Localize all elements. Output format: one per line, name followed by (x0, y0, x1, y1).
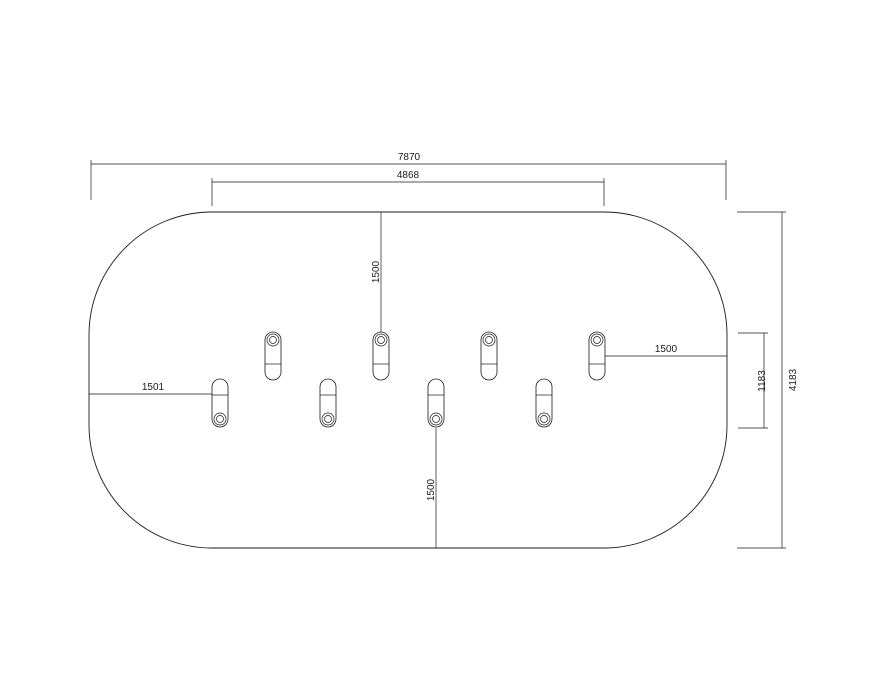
post (211, 378, 229, 428)
post (588, 331, 606, 381)
left-to-post-label: 1501 (142, 382, 165, 393)
area-outline (88, 211, 728, 549)
bottom-to-post-dimension: 1500 (426, 428, 437, 548)
bottom-to-post-label: 1500 (426, 478, 437, 501)
post (480, 331, 498, 381)
right-to-post-label: 1500 (655, 344, 678, 355)
post (264, 331, 282, 381)
post-row-offset-label: 1183 (757, 370, 768, 392)
top-to-post-dimension: 1500 (371, 212, 382, 332)
straight-length-label: 4868 (397, 170, 420, 181)
lower-post-row (211, 378, 553, 428)
post-row-offset-dimension: 1183 (738, 332, 768, 429)
post (319, 378, 337, 428)
post (427, 378, 445, 428)
post (372, 331, 390, 381)
overall-length-label: 7870 (398, 152, 421, 163)
upper-post-row (264, 331, 606, 381)
overall-length-dimension: 7870 (90, 152, 727, 200)
overall-width-label: 4183 (788, 368, 799, 391)
straight-length-dimension: 4868 (211, 170, 605, 206)
left-to-post-dimension: 1501 (89, 382, 216, 395)
overall-width-dimension: 4183 (737, 211, 799, 549)
post (535, 378, 553, 428)
right-to-post-dimension: 1500 (602, 344, 727, 357)
top-to-post-label: 1500 (371, 260, 382, 283)
